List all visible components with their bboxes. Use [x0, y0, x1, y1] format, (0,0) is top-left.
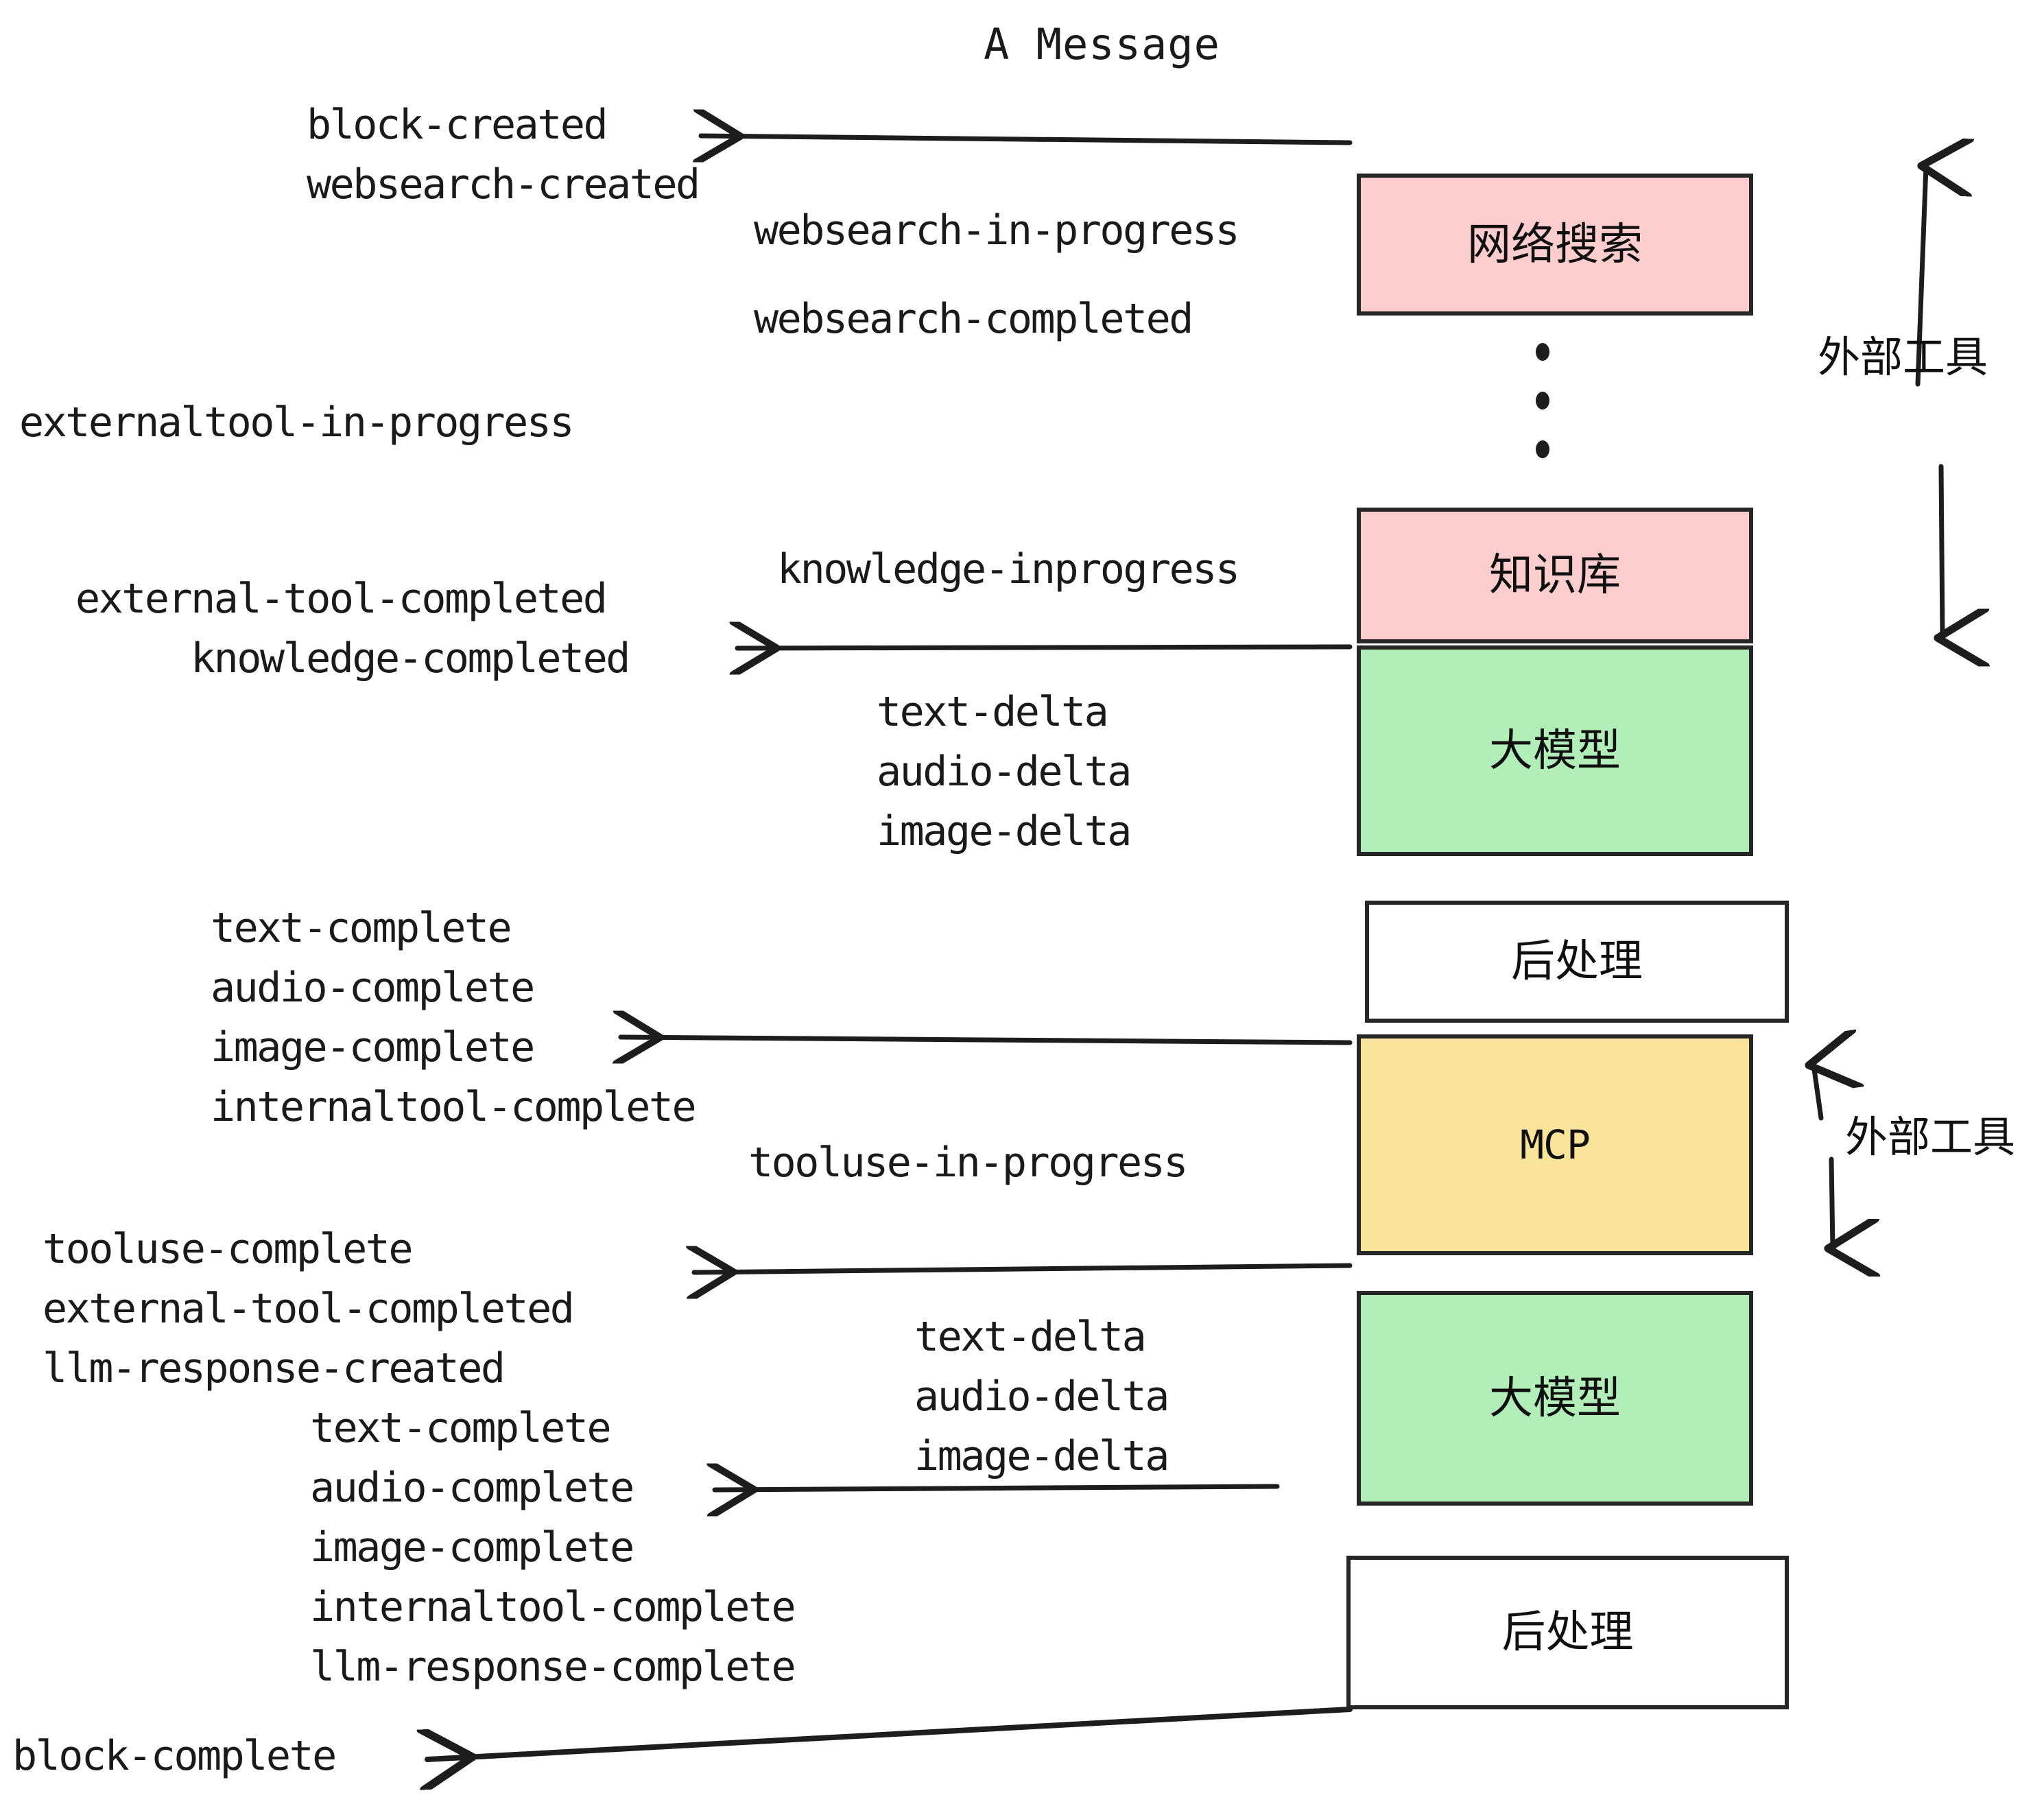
- node-mcp[interactable]: MCP: [1357, 1034, 1753, 1255]
- event-tooluse-in-progress: tooluse-in-progress: [748, 1139, 1188, 1187]
- side-label-external-tool-top: 外部工具: [1818, 332, 1988, 382]
- node-llm-first[interactable]: 大模型: [1357, 645, 1753, 856]
- node-llm-first-label: 大模型: [1489, 725, 1621, 776]
- event-image-complete-first: image-complete: [211, 1023, 535, 1071]
- arrow-llm2-to-audio-complete: [715, 1486, 1280, 1490]
- node-llm-second[interactable]: 大模型: [1357, 1291, 1753, 1506]
- event-websearch-created: websearch-created: [307, 161, 700, 209]
- event-audio-delta-first: audio-delta: [877, 748, 1132, 796]
- event-text-complete-first: text-complete: [211, 904, 512, 952]
- event-knowledge-inprogress: knowledge-inprogress: [777, 545, 1240, 593]
- event-llm-response-created: llm-response-created: [43, 1344, 506, 1392]
- node-knowledge[interactable]: 知识库: [1357, 508, 1753, 643]
- event-text-delta-first: text-delta: [877, 688, 1109, 736]
- event-external-tool-completed-second: external-tool-completed: [43, 1285, 575, 1333]
- event-audio-delta-second: audio-delta: [914, 1373, 1169, 1421]
- event-knowledge-completed: knowledge-completed: [191, 634, 630, 683]
- event-image-delta-first: image-delta: [877, 807, 1132, 855]
- arrow-mcp-to-tooluse-complete: [694, 1266, 1353, 1272]
- ellipsis-dot: [1536, 392, 1549, 410]
- event-block-created: block-created: [307, 101, 608, 149]
- arrow-external-tool-bottom-down: [1831, 1156, 1833, 1248]
- arrow-external-tool-top-down: [1941, 464, 1942, 638]
- vertical-ellipsis: [1534, 343, 1551, 458]
- node-mcp-label: MCP: [1520, 1121, 1591, 1168]
- event-image-complete-second: image-complete: [310, 1523, 634, 1571]
- event-block-complete: block-complete: [12, 1732, 337, 1780]
- event-llm-response-complete: llm-response-complete: [310, 1643, 796, 1691]
- arrow-websearch-to-created: [701, 136, 1353, 143]
- event-tooluse-complete: tooluse-complete: [43, 1225, 413, 1273]
- arrow-postprocess-to-image-complete: [621, 1037, 1353, 1043]
- node-postprocess-second[interactable]: 后处理: [1346, 1556, 1789, 1709]
- event-internaltool-complete-first: internaltool-complete: [211, 1083, 697, 1131]
- node-knowledge-label: 知识库: [1489, 550, 1621, 601]
- event-text-complete-second: text-complete: [310, 1404, 612, 1452]
- ellipsis-dot: [1536, 343, 1549, 361]
- diagram-title: A Message: [984, 19, 1220, 69]
- node-postprocess-first-label: 后处理: [1511, 936, 1643, 987]
- node-llm-second-label: 大模型: [1489, 1373, 1621, 1424]
- event-websearch-in-progress: websearch-in-progress: [754, 206, 1240, 254]
- node-postprocess-second-label: 后处理: [1501, 1607, 1634, 1658]
- ellipsis-dot: [1536, 440, 1549, 458]
- event-websearch-completed: websearch-completed: [754, 295, 1193, 343]
- node-postprocess-first[interactable]: 后处理: [1365, 901, 1789, 1023]
- event-audio-complete-first: audio-complete: [211, 964, 535, 1012]
- arrow-postprocess2-to-block-complete: [427, 1707, 1353, 1759]
- event-internaltool-complete-second: internaltool-complete: [310, 1583, 796, 1631]
- event-text-delta-second: text-delta: [914, 1313, 1147, 1361]
- node-websearch-label: 网络搜索: [1467, 219, 1643, 270]
- arrow-knowledge-to-completed: [737, 647, 1353, 648]
- event-externaltool-in-progress: externaltool-in-progress: [19, 399, 574, 447]
- arrow-external-tool-bottom-up: [1814, 1065, 1821, 1121]
- event-image-delta-second: image-delta: [914, 1432, 1169, 1480]
- node-websearch[interactable]: 网络搜索: [1357, 174, 1753, 316]
- event-external-tool-completed-first: external-tool-completed: [75, 575, 608, 623]
- side-label-external-tool-bottom: 外部工具: [1845, 1112, 2016, 1162]
- event-audio-complete-second: audio-complete: [310, 1464, 634, 1512]
